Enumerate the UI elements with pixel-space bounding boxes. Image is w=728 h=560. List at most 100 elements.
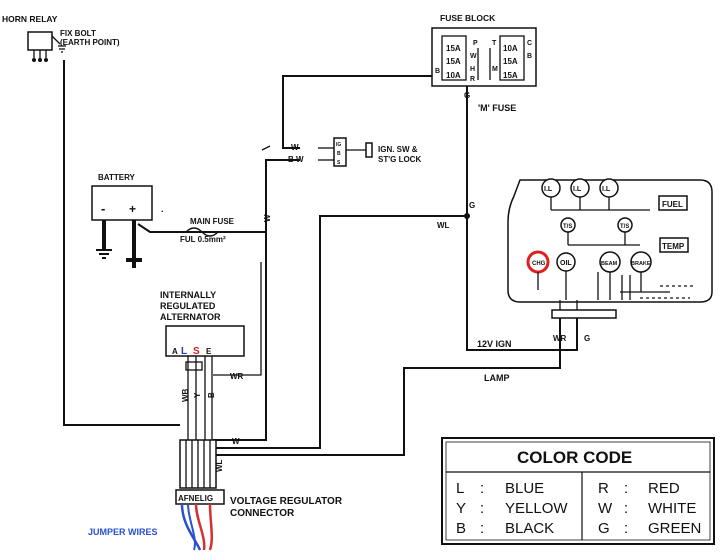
twelve-v-ign-label: 12V IGN [477,339,512,349]
battery-dot: . [161,204,164,214]
fuse-letter-t: T [492,40,497,47]
ful-label: FUL 0.5mm² [180,235,226,244]
lamp-il-2: I.L [602,186,611,193]
vr-label-1: VOLTAGE REGULATOR [230,496,343,507]
ignition-switch: W B W IG B S IGN. SW & ST'G LOCK [288,137,421,167]
alternator-body [165,325,245,357]
ign-wire-bw: B W [288,155,304,164]
fuse-right-1: 15A [503,57,518,66]
fuse-right-0: 10A [503,44,518,53]
cc-row1-sep2: : [624,500,628,517]
voltage-regulator-connector: AFNELIG VOLTAGE REGULATOR CONNECTOR JUMP… [88,439,343,551]
wire-g3: G [584,334,590,343]
cc-row2-sep1: : [480,520,484,537]
fuse-letter-h: H [470,66,475,73]
cc-row0-letter2: R [598,480,609,497]
earth-point-label: (EARTH POINT) [60,38,120,47]
fuse-block: FUSE BLOCK 15A 15A 10A 10A 15A 15A P T C… [431,13,537,113]
alt-wire-wb: WB [181,388,190,402]
fuse-left-2: 10A [446,71,461,80]
fuse-left-0: 15A [446,44,461,53]
wire-g1: G [469,201,475,210]
temp-gauge [659,237,689,253]
battery-label: BATTERY [98,173,136,182]
cc-row0-color1: BLUE [505,480,544,497]
lamp-label: LAMP [484,373,510,383]
ign-wire-w: W [291,143,299,152]
cc-row2-letter1: B [456,520,466,537]
fix-bolt-label: FIX BOLT [60,29,96,38]
jumper-wires-label: JUMPER WIRES [88,527,158,537]
alt-label-2: REGULATED [160,301,216,311]
fuel-label: FUEL [662,200,683,209]
fuel-gauge [658,195,688,211]
cc-row2-color2: GREEN [648,520,701,537]
cc-row2-sep2: : [624,520,628,537]
ts-0: T/S [563,224,572,230]
wire-w2: W [232,437,240,446]
alt-label-3: ALTERNATOR [160,312,221,322]
cc-row1-sep1: : [480,500,484,517]
wr-alt-wire [213,262,262,376]
fuse-letter-r: R [470,76,475,83]
battery-minus-label: - [101,201,105,216]
vr-connector-body [175,489,225,505]
wire-w1: W [263,214,272,222]
ts-1: T/S [620,224,629,230]
horn-relay: HORN RELAY FIX BOLT (EARTH POINT) [2,14,120,62]
wires [63,60,578,456]
brake-label: BRAKE [631,261,651,267]
horn-relay-body [27,31,53,51]
battery-plus-label: + [129,202,136,216]
fuse-to-ign-wire [282,75,438,149]
alt-terminal-e: E [206,347,212,356]
alt-terminal-l: L [181,346,187,357]
ign-label-2: ST'G LOCK [378,155,421,164]
ign-label-1: IGN. SW & [378,145,418,154]
wire-wl2: WL [215,459,224,472]
ign-pin-b: B [337,151,341,157]
color-code-title: COLOR CODE [517,448,632,467]
g-fuse-wire [466,86,560,351]
chg-label: CHG [532,261,546,267]
temp-label: TEMP [662,242,685,251]
m-fuse-label: 'M' FUSE [478,103,516,113]
cc-row0-color2: RED [648,480,680,497]
fuse-block-label: FUSE BLOCK [440,13,496,23]
fuse-letter-b-left: B [435,68,440,75]
ign-bw-wire [265,159,300,232]
ign-pin-ig: IG [336,142,341,148]
alt-terminal-a: A [172,347,178,356]
fuse-left-1: 15A [446,57,461,66]
cc-row1-letter2: W [598,500,613,517]
main-fuse-wire [137,223,266,233]
fuse-letter-p: P [473,40,478,47]
alt-wire-b: B [207,392,216,398]
cc-row2-letter2: G [598,520,610,537]
fuse-block-body [431,27,537,87]
alt-terminal-s: S [193,346,200,357]
alt-wire-y: Y [193,392,202,398]
cc-row1-color1: YELLOW [505,500,568,517]
wire-wr1: WR [230,372,244,381]
wire-wl1: WL [437,221,450,230]
vr-label-2: CONNECTOR [230,508,295,519]
fuse-letter-g: G [464,91,470,100]
dash-top-lamps: I.L I.L I.L [541,178,619,198]
alternator: INTERNALLY REGULATED ALTERNATOR A L S E … [160,290,245,440]
color-code-table: COLOR CODE L : BLUE R : RED Y : YELLOW W… [441,437,715,545]
battery: BATTERY - + . [91,173,164,268]
fuse-letter-b: B [527,53,532,60]
beam-label: BEAM [601,261,618,267]
color-code-box [441,437,715,545]
fuse-letter-m: M [492,66,498,73]
cc-row0-sep2: : [624,480,628,497]
cc-row2-color1: BLACK [505,520,554,537]
horn-relay-label: HORN RELAY [2,14,58,24]
lamp-il-1: I.L [573,186,582,193]
dash-connector [551,309,617,319]
cc-row1-letter1: Y [456,500,466,517]
wl-wire [213,215,467,449]
battery-body [91,185,153,221]
